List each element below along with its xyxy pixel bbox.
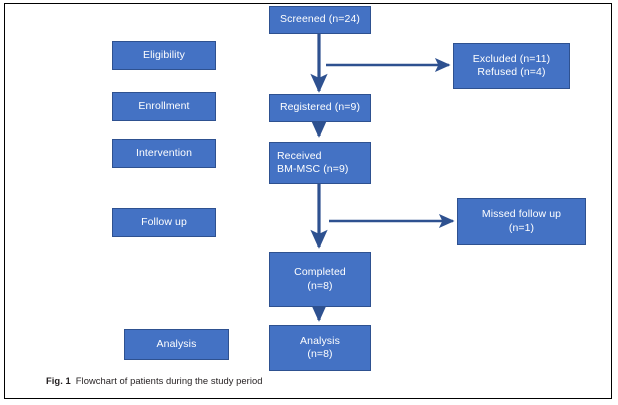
node-received-bm-msc-label-line2: BM-MSC (n=9) [277, 163, 349, 175]
flowchart-canvas: Eligibility Enrollment Intervention Foll… [5, 4, 613, 400]
node-registered[interactable]: Registered (n=9) [269, 94, 371, 122]
figure-frame: Eligibility Enrollment Intervention Foll… [4, 3, 612, 399]
stage-label-eligibility-text: Eligibility [143, 48, 185, 61]
figure-caption: Fig. 1 Flowchart of patients during the s… [46, 375, 586, 386]
stage-label-follow-up-text: Follow up [141, 215, 187, 228]
stage-label-enrollment[interactable]: Enrollment [112, 92, 216, 121]
stage-label-eligibility[interactable]: Eligibility [112, 41, 216, 70]
node-received-bm-msc-label-line1: Received [277, 149, 322, 162]
figure-caption-label: Fig. 1 [46, 375, 71, 386]
figure-caption-text: Flowchart of patients during the study p… [75, 375, 263, 386]
node-excluded-refused[interactable]: Excluded (n=11) Refused (n=4) [453, 43, 570, 89]
stage-label-intervention[interactable]: Intervention [112, 139, 216, 168]
stage-label-follow-up[interactable]: Follow up [112, 208, 216, 237]
node-completed[interactable]: Completed (n=8) [269, 252, 371, 307]
node-registered-label: Registered (n=9) [279, 101, 361, 114]
stage-label-analysis-text: Analysis [156, 337, 197, 350]
stage-label-enrollment-text: Enrollment [138, 99, 190, 112]
stage-label-analysis[interactable]: Analysis [124, 329, 229, 360]
stage-label-intervention-text: Intervention [135, 146, 193, 159]
node-completed-label-line2: (n=8) [307, 279, 333, 292]
node-refused-label: Refused (n=4) [477, 66, 546, 78]
node-screened-label: Screened (n=24) [279, 13, 360, 26]
node-excluded-label: Excluded (n=11) [472, 52, 551, 65]
node-missed-follow-up-label-line2: (n=1) [508, 221, 535, 234]
node-missed-follow-up[interactable]: Missed follow up (n=1) [457, 198, 586, 245]
node-received-bm-msc[interactable]: Received BM-MSC (n=9) [269, 142, 371, 184]
node-missed-follow-up-label-line1: Missed follow up [481, 208, 562, 221]
node-analysis-label-line1: Analysis [300, 334, 340, 347]
node-completed-label-line1: Completed [294, 266, 346, 279]
node-analysis[interactable]: Analysis (n=8) [269, 325, 371, 371]
node-analysis-label-line2: (n=8) [307, 348, 333, 360]
node-screened[interactable]: Screened (n=24) [269, 6, 371, 34]
